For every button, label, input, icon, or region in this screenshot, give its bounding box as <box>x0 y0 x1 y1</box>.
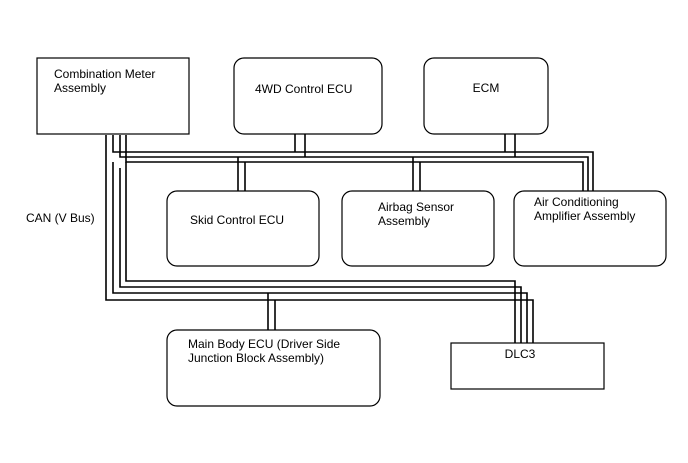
dlc3-label: DLC3 <box>505 347 536 361</box>
bus-line-lower-2 <box>119 168 522 343</box>
airbag-sensor-label-line1: Airbag Sensor <box>378 200 454 214</box>
bus-line-lower-inner <box>125 168 516 343</box>
air-conditioning-label-line2: Amplifier Assembly <box>534 209 635 223</box>
can-bus-label: CAN (V Bus) <box>26 211 95 225</box>
node-skid-control-ecu: Skid Control ECU <box>166 190 320 267</box>
node-air-conditioning: Air Conditioning Amplifier Assembly <box>513 190 667 267</box>
skid-control-ecu-label: Skid Control ECU <box>190 213 284 227</box>
node-dlc3: DLC3 <box>450 342 605 390</box>
combination-meter-label-line2: Assembly <box>54 81 106 95</box>
node-ecm: ECM <box>423 57 549 135</box>
bus-line-top-inner <box>125 135 584 191</box>
combination-meter-label-line1: Combination Meter <box>54 67 155 81</box>
air-conditioning-label-line1: Air Conditioning <box>534 195 619 209</box>
ecm-label: ECM <box>473 81 500 95</box>
bus-line-top-middle-2 <box>119 135 589 191</box>
node-combination-meter: Combination Meter Assembly <box>36 57 190 135</box>
4wd-control-ecu-label: 4WD Control ECU <box>255 82 352 96</box>
main-body-ecu-label-line2: Junction Block Assembly) <box>188 351 324 365</box>
bus-line-lower-1 <box>112 162 528 343</box>
bus-line-top-middle <box>112 135 594 191</box>
main-body-ecu-label-line1: Main Body ECU (Driver Side <box>188 337 340 351</box>
can-bus-wiring <box>105 133 594 343</box>
node-main-body-ecu: Main Body ECU (Driver Side Junction Bloc… <box>166 329 381 407</box>
bus-line-top-outer <box>105 135 534 343</box>
node-airbag-sensor: Airbag Sensor Assembly <box>341 190 495 267</box>
airbag-sensor-label-line2: Assembly <box>378 214 430 228</box>
node-4wd-control-ecu: 4WD Control ECU <box>233 57 383 135</box>
